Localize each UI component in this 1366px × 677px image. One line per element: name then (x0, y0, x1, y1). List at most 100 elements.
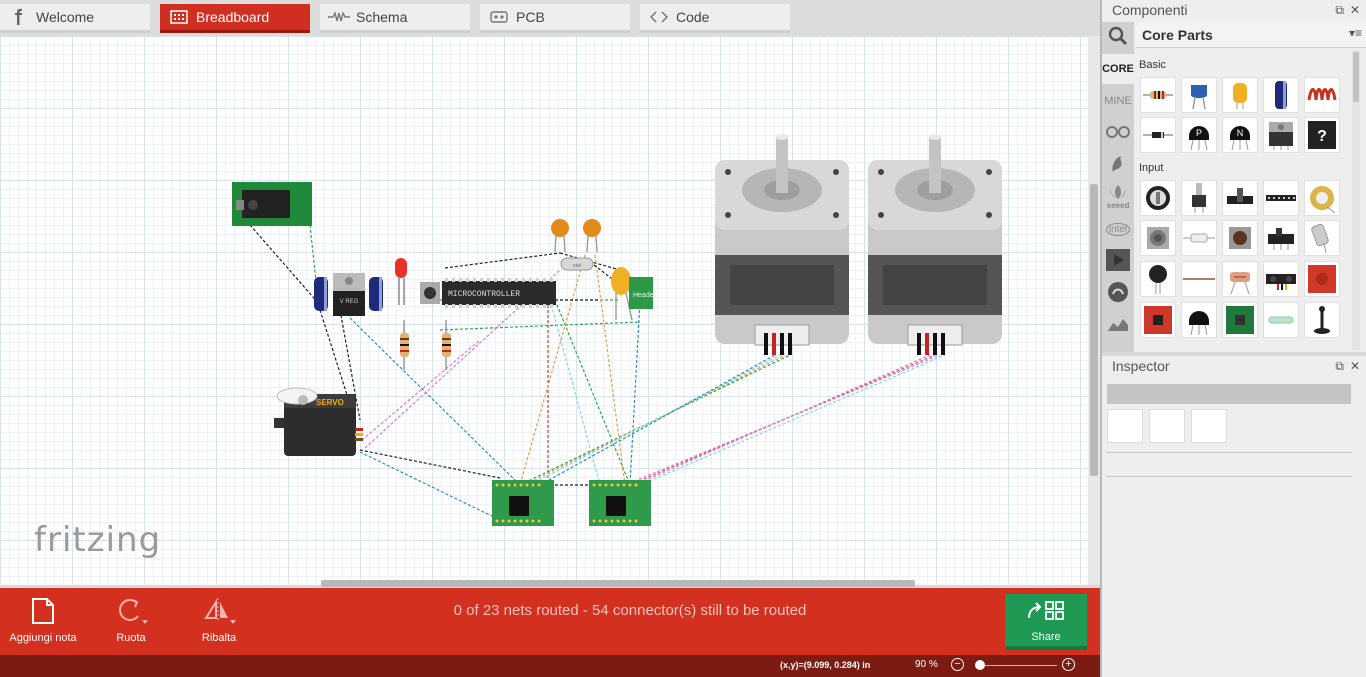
scroll-thumb[interactable] (321, 580, 915, 587)
servo-motor[interactable]: SERVO (274, 387, 363, 456)
fritzing-bin-tab[interactable] (1102, 150, 1134, 180)
part-tilt-switch[interactable] (1304, 220, 1340, 256)
parts-bin-scrollbar[interactable] (1352, 50, 1360, 350)
flip-button[interactable]: Ribalta (179, 594, 259, 650)
resistor-1[interactable] (400, 320, 409, 370)
part-inductor[interactable] (1304, 77, 1340, 113)
regulator-label: V REG (340, 299, 359, 305)
part-slide-potentiometer[interactable] (1222, 180, 1258, 216)
part-slide-switch[interactable] (1263, 220, 1299, 256)
snootlab-bin-tab[interactable] (1102, 278, 1134, 308)
share-label: Share (1031, 631, 1061, 643)
part-rotary-encoder[interactable] (1263, 180, 1299, 216)
zoom-in-button[interactable]: + (1062, 658, 1075, 671)
stepper-motor-1[interactable] (715, 134, 849, 355)
core-bin-label: CORE (1102, 63, 1134, 75)
header-board[interactable]: Header (629, 277, 657, 309)
part-photocell[interactable] (1222, 261, 1258, 297)
stepper-motor-2[interactable] (868, 134, 1002, 355)
stepper-driver-1[interactable] (492, 480, 554, 526)
part-mystery-part[interactable]: ? (1304, 117, 1340, 153)
tab-label: Breadboard (196, 9, 270, 25)
microcontroller-chip[interactable]: MICROCONTROLLER (442, 278, 556, 308)
part-accelerometer[interactable] (1140, 302, 1176, 338)
search-bin-button[interactable] (1102, 22, 1134, 52)
close-icon[interactable]: ✕ (1349, 359, 1360, 373)
canvas-horizontal-scrollbar[interactable] (0, 578, 1088, 588)
section-input-title: Input (1139, 162, 1164, 174)
sparkfun-bin-tab[interactable] (1102, 246, 1134, 276)
inspector-title-field[interactable] (1107, 384, 1351, 404)
resistor-2[interactable] (442, 320, 451, 370)
led-red[interactable] (395, 258, 407, 305)
lilypad-bin-tab[interactable] (1102, 310, 1134, 340)
svg-text:N: N (1237, 128, 1244, 138)
tab-breadboard[interactable]: Breadboard (160, 4, 310, 33)
part-piezo[interactable] (1304, 180, 1340, 216)
tab-welcome[interactable]: Welcome (0, 4, 150, 33)
part-temperature-sensor[interactable] (1181, 302, 1217, 338)
part-reed-glass[interactable] (1263, 302, 1299, 338)
tantalum-capacitor[interactable] (611, 267, 633, 321)
part-ceramic-capacitor[interactable] (1181, 77, 1217, 113)
part-pnp-transistor[interactable]: P (1181, 117, 1217, 153)
rotate-button[interactable]: Ruota (91, 594, 171, 650)
ceramic-capacitor-2[interactable] (583, 219, 601, 253)
part-pressure-sensor[interactable] (1304, 261, 1340, 297)
canvas-vertical-scrollbar[interactable] (1088, 36, 1100, 585)
intel-bin-tab[interactable]: intel (1102, 214, 1134, 244)
electrolytic-capacitor-1[interactable] (314, 277, 328, 311)
part-reed-switch[interactable] (1181, 220, 1217, 256)
svg-text:P: P (1196, 128, 1202, 138)
part-tantalum-capacitor[interactable] (1222, 77, 1258, 113)
close-icon[interactable]: ✕ (1349, 3, 1360, 17)
zoom-slider-handle[interactable] (975, 660, 985, 670)
part-npn-transistor[interactable]: N (1222, 117, 1258, 153)
part-distance-sensor[interactable] (1263, 261, 1299, 297)
float-panel-icon[interactable]: ⧉ (1335, 3, 1344, 17)
panel-divider[interactable] (1100, 0, 1102, 677)
stepper-driver-2[interactable] (589, 480, 651, 526)
scroll-thumb[interactable] (1353, 52, 1359, 102)
part-diode[interactable] (1140, 117, 1176, 153)
inspector-divider (1106, 452, 1352, 453)
electrolytic-capacitor-2[interactable] (369, 277, 383, 311)
arduino-bin-tab[interactable] (1102, 118, 1134, 148)
inspector-panel: Inspector ⧉✕ (1102, 356, 1366, 677)
part-microphone[interactable] (1140, 261, 1176, 297)
voltage-regulator[interactable]: V REG (333, 273, 365, 316)
resistor-icon (328, 8, 350, 26)
breadboard-icon (168, 8, 190, 26)
part-joystick[interactable] (1304, 302, 1340, 338)
crystal-oscillator[interactable]: xtal (560, 257, 594, 271)
zoom-out-button[interactable]: − (951, 658, 964, 671)
pcb-icon (488, 8, 510, 26)
inspector-schematic-preview (1149, 409, 1185, 443)
part-flex-sensor[interactable] (1181, 261, 1217, 297)
part-trimmer-potentiometer[interactable] (1181, 180, 1217, 216)
bin-menu-icon[interactable]: ▾≡ (1348, 26, 1362, 40)
mine-bin-tab[interactable]: MINE (1102, 86, 1134, 116)
part-color-sensor[interactable] (1222, 302, 1258, 338)
ceramic-capacitor-1[interactable] (551, 219, 569, 253)
zoom-slider-track[interactable] (975, 665, 1057, 666)
float-panel-icon[interactable]: ⧉ (1335, 359, 1344, 373)
pushbutton[interactable] (420, 282, 440, 304)
part-potentiometer[interactable] (1140, 180, 1176, 216)
tab-code[interactable]: Code (640, 4, 790, 33)
share-button[interactable]: Share (1005, 594, 1087, 650)
part-pushbutton[interactable] (1222, 220, 1258, 256)
part-mosfet[interactable] (1263, 117, 1299, 153)
core-bin-tab[interactable]: CORE (1102, 54, 1134, 84)
dc-power-jack[interactable] (232, 182, 312, 226)
tab-pcb[interactable]: PCB (480, 4, 630, 33)
part-resistor[interactable] (1140, 77, 1176, 113)
fritzing-logo-icon (8, 8, 30, 26)
breadboard-canvas[interactable]: V REG (0, 36, 1088, 585)
part-electrolytic-capacitor[interactable] (1263, 77, 1299, 113)
scroll-thumb[interactable] (1090, 184, 1098, 476)
part-rotary-potentiometer[interactable] (1140, 220, 1176, 256)
add-note-button[interactable]: Aggiungi nota (3, 594, 83, 650)
seeed-bin-tab[interactable]: seeed (1102, 182, 1134, 212)
tab-schema[interactable]: Schema (320, 4, 470, 33)
